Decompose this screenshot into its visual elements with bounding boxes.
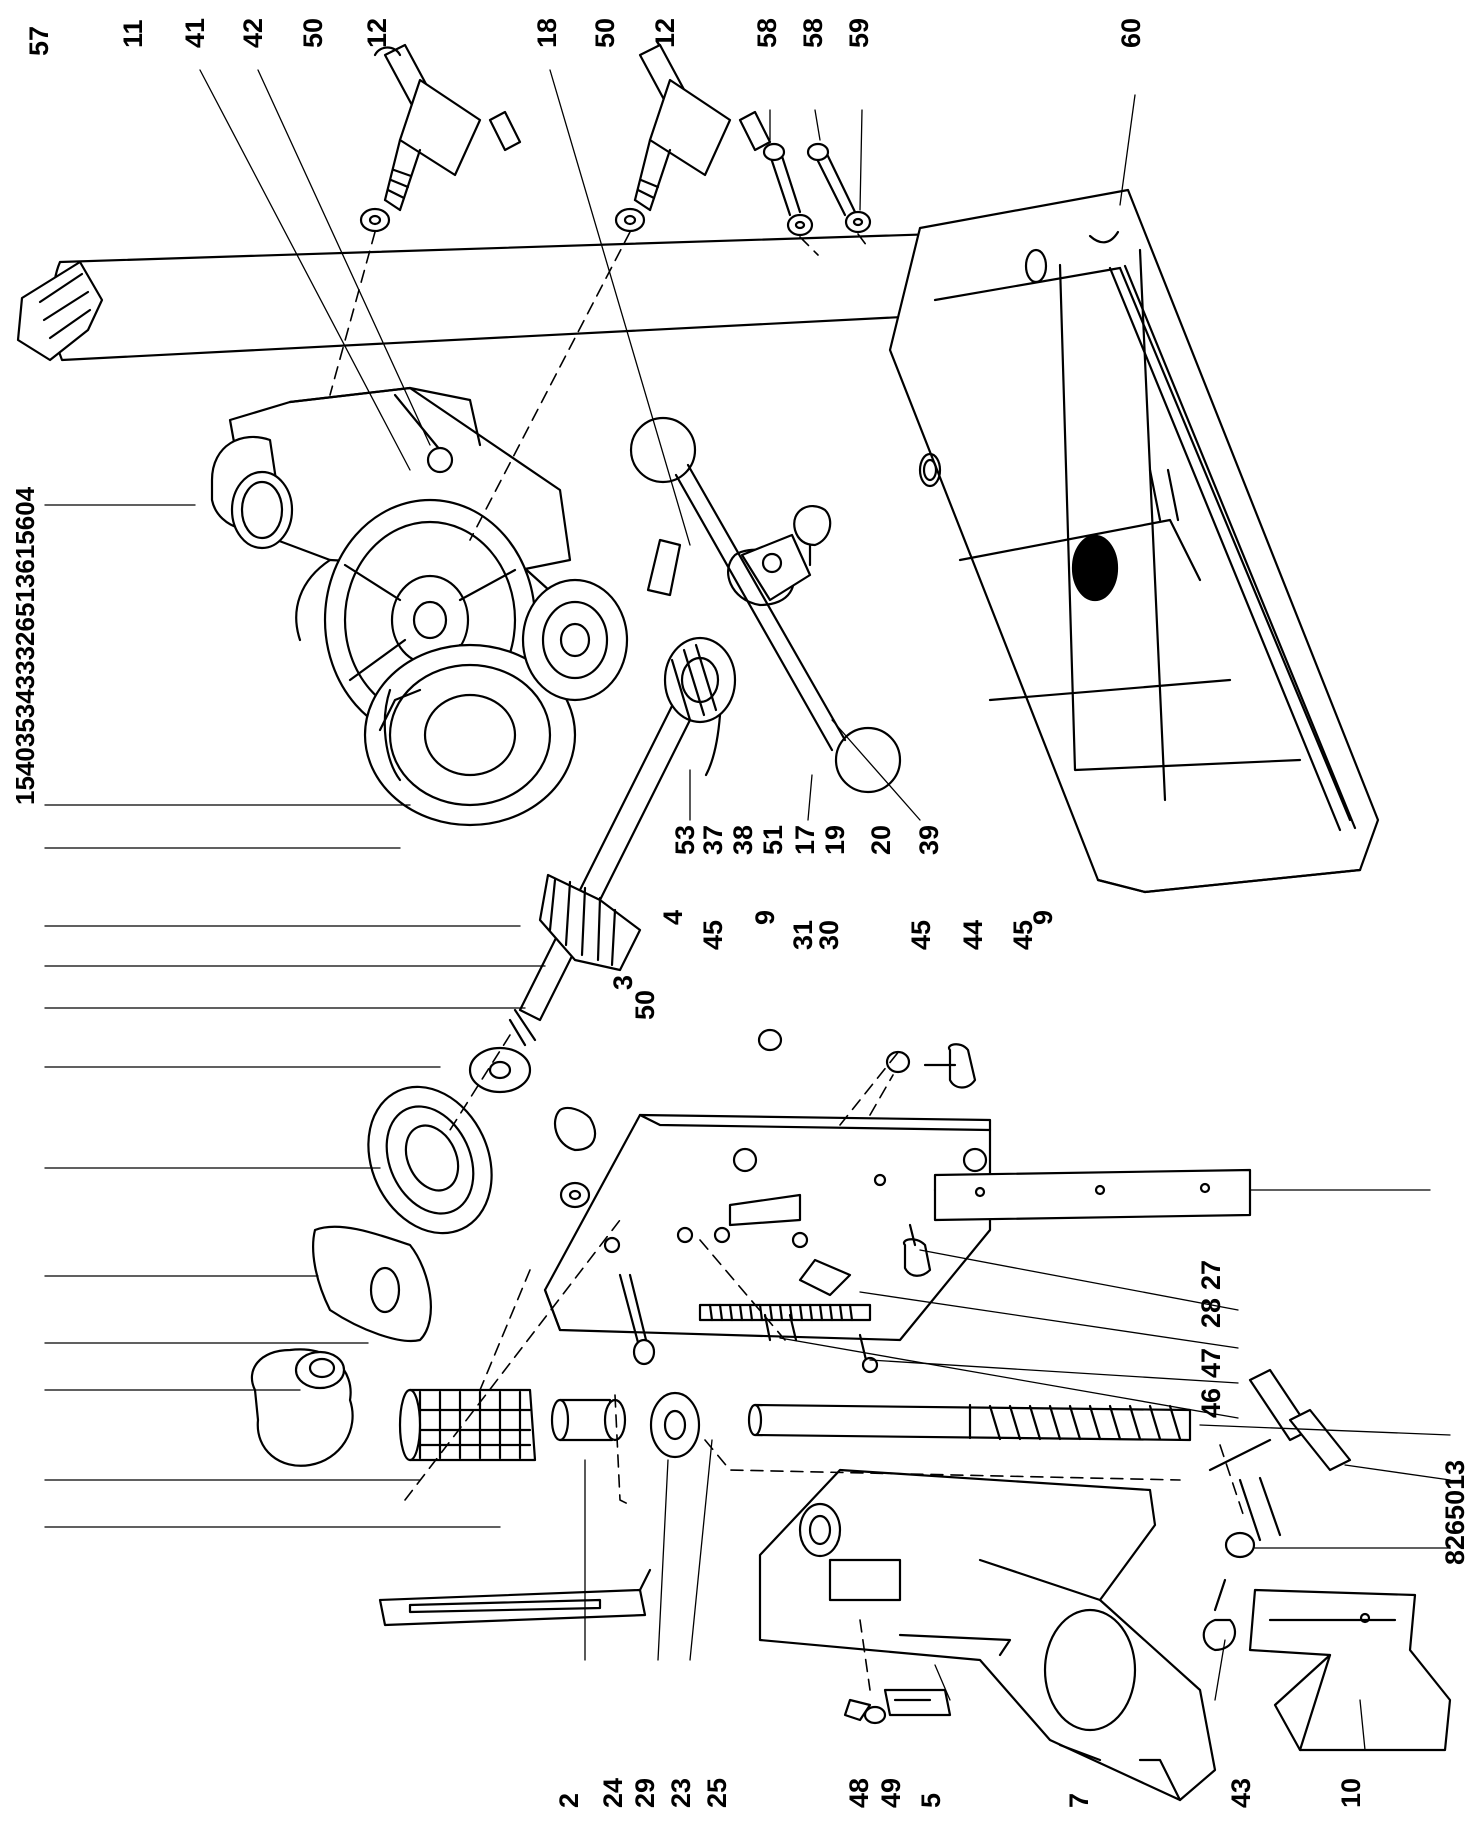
label-18: 18: [532, 17, 562, 48]
label-57: 57: [24, 25, 54, 56]
label-59: 59: [844, 17, 874, 48]
label-50-top-b: 50: [590, 17, 620, 48]
leader-lines: [44, 69, 1451, 1751]
label-45-b: 45: [906, 919, 936, 950]
label-30: 30: [814, 919, 844, 950]
label-41: 41: [180, 17, 210, 48]
label-29: 29: [630, 1777, 660, 1808]
clip: [883, 1688, 952, 1717]
pulley-housing: [323, 498, 577, 827]
washers: [359, 207, 1256, 1725]
chip-guard: [1248, 1588, 1452, 1752]
spring-cover: [367, 1046, 532, 1235]
label-39: 39: [914, 824, 944, 855]
label-43: 43: [1226, 1777, 1256, 1808]
label-37: 37: [698, 824, 728, 855]
label-27: 27: [1196, 1259, 1226, 1290]
label-2: 2: [554, 1792, 584, 1808]
label-38: 38: [728, 824, 758, 855]
label-60: 60: [1116, 17, 1146, 48]
label-25: 25: [702, 1777, 732, 1808]
bushing: [550, 1398, 627, 1442]
label-48: 48: [844, 1777, 874, 1808]
label-51: 51: [758, 824, 788, 855]
column-tube: [51, 226, 1017, 362]
base: [888, 188, 1380, 894]
t-handles: [373, 43, 1352, 1542]
label-9-b: 9: [1028, 909, 1058, 925]
label-31: 31: [788, 919, 818, 950]
label-53: 53: [670, 824, 700, 855]
feed-handle: [629, 416, 902, 794]
label-9-a: 9: [750, 909, 780, 925]
label-4: 4: [658, 909, 688, 925]
threaded-rod: [747, 1403, 1192, 1442]
label-42: 42: [238, 17, 268, 48]
column-cap: [16, 260, 104, 362]
label-11: 11: [118, 19, 148, 48]
dash-lines: [329, 231, 1246, 1691]
label-58-b: 58: [798, 17, 828, 48]
label-12-top-a: 12: [362, 17, 392, 48]
label-28: 28: [1196, 1297, 1226, 1328]
label-47: 47: [1196, 1347, 1226, 1378]
label-7: 7: [1064, 1792, 1094, 1808]
knurled-nut: [649, 1391, 701, 1459]
label-49: 49: [876, 1777, 906, 1808]
slotted-bar: [378, 1568, 652, 1627]
label-17: 17: [790, 824, 820, 855]
label-12-top-b: 12: [650, 17, 680, 48]
knob: [250, 1348, 354, 1467]
label-3: 3: [608, 974, 638, 990]
knurled-sleeve: [398, 1388, 537, 1462]
flange-plate: [312, 1225, 432, 1343]
label-left-stack: 1540353433326513615604: [10, 486, 40, 805]
small-pulley: [521, 578, 629, 702]
label-24: 24: [598, 1777, 628, 1808]
label-50-top-a: 50: [298, 17, 328, 48]
label-23: 23: [666, 1777, 696, 1808]
label-right-stack: 8265013: [1440, 1459, 1470, 1565]
depth-rule: [933, 1168, 1252, 1222]
label-44: 44: [958, 919, 988, 950]
label-46: 46: [1196, 1387, 1226, 1418]
label-10: 10: [1336, 1777, 1366, 1808]
label-45-a: 45: [698, 919, 728, 950]
ring-gear: [663, 636, 737, 777]
lower-bracket: [758, 1468, 1217, 1802]
label-58-a: 58: [752, 17, 782, 48]
label-20: 20: [866, 824, 896, 855]
label-19: 19: [820, 824, 850, 855]
label-5: 5: [916, 1792, 946, 1808]
carriage-plate: [543, 1113, 992, 1342]
label-50-center: 50: [630, 989, 660, 1020]
